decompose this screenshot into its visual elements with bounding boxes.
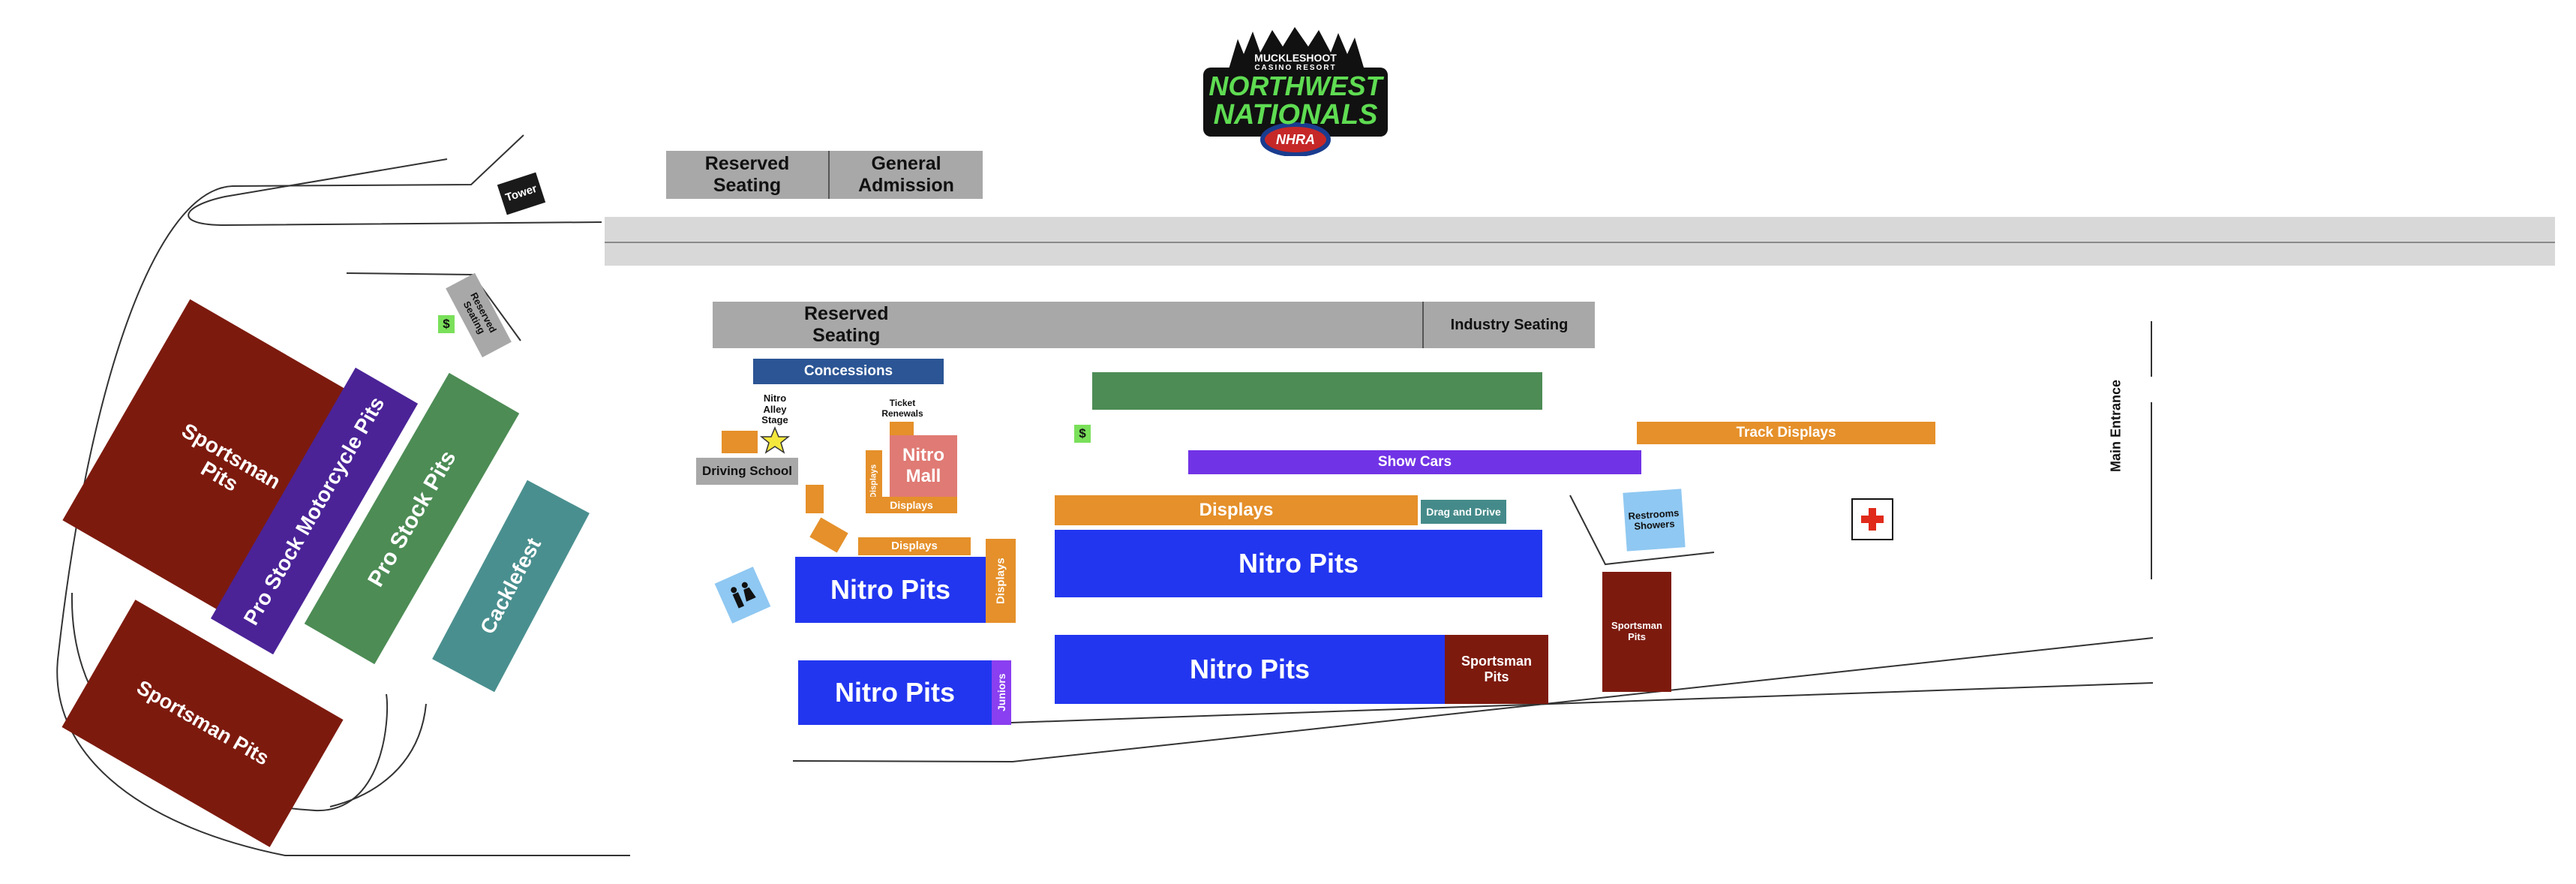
lower-road-1 [792,637,2154,763]
lower-road-2 [989,682,2154,724]
ticket-renewals-booth [890,422,914,435]
displays-small: Displays [858,537,971,555]
juniors: Juniors [992,660,1011,725]
nitro-alley-stage-label: Nitro Alley Stage [761,392,788,426]
general-admission: General Admission [830,151,983,199]
driving-school: Driving School [696,458,798,485]
industry-seating: Industry Seating [1424,302,1595,348]
nhra-badge: NHRA [1276,131,1315,147]
first-aid-station [1851,498,1893,540]
track-displays: Track Displays [1637,422,1935,444]
first-aid-cross-icon [1861,508,1884,531]
sportsman-pits-4: Sportsman Pits [1602,572,1671,692]
main-entrance: Main Entrance [2108,379,2124,472]
reserved-seating-main: Reserved Seating [713,302,1424,348]
restroom-area-path [1569,495,1715,566]
restroom-sign-left [714,567,771,624]
dollar-sign-left: $ [438,315,455,333]
drag-and-drive: Drag and Drive [1421,500,1506,524]
driving-school-booth [722,431,758,453]
nitro-pits-1: Nitro Pits [795,557,986,623]
restroom-icon [731,582,756,609]
tree-skyline-logo-icon [1203,27,1388,156]
show-cars: Show Cars [1188,450,1641,474]
ticket-renewals: Ticket Renewals [881,398,923,419]
displays-mall: Displays [866,497,957,513]
return-road-inner [188,158,602,227]
nitro-mall: Nitro Mall [890,435,957,497]
restrooms-showers: Restrooms Showers [1623,489,1686,552]
logo-line-2: CASINO RESORT [1254,64,1337,73]
concessions: Concessions [753,359,944,384]
nitro-pits-4: Nitro Pits [1055,635,1445,704]
sportsman-pits-3: Sportsman Pits [1445,635,1548,704]
nitro-pits-3: Nitro Pits [1055,530,1542,597]
reserved-seating-top: Reserved Seating [666,151,830,199]
star-icon [760,426,790,454]
green-area [1092,372,1542,410]
displays-vertical: Displays [986,539,1016,623]
displays-large: Displays [1055,495,1418,525]
display-block-small-1 [806,485,824,513]
logo-line-1: MUCKLESHOOT [1254,51,1337,64]
return-road-outer [56,134,630,856]
northwest-nationals-logo: MUCKLESHOOT CASINO RESORT NORTHWEST NATI… [1199,24,1392,156]
logo-line-3: NORTHWEST [1208,71,1383,102]
nitro-pits-2: Nitro Pits [798,660,992,725]
dollar-sign-center: $ [1074,425,1091,443]
logo-line-4: NATIONALS [1213,99,1378,131]
drag-strip [605,217,2555,266]
inner-loop-2 [329,703,427,807]
